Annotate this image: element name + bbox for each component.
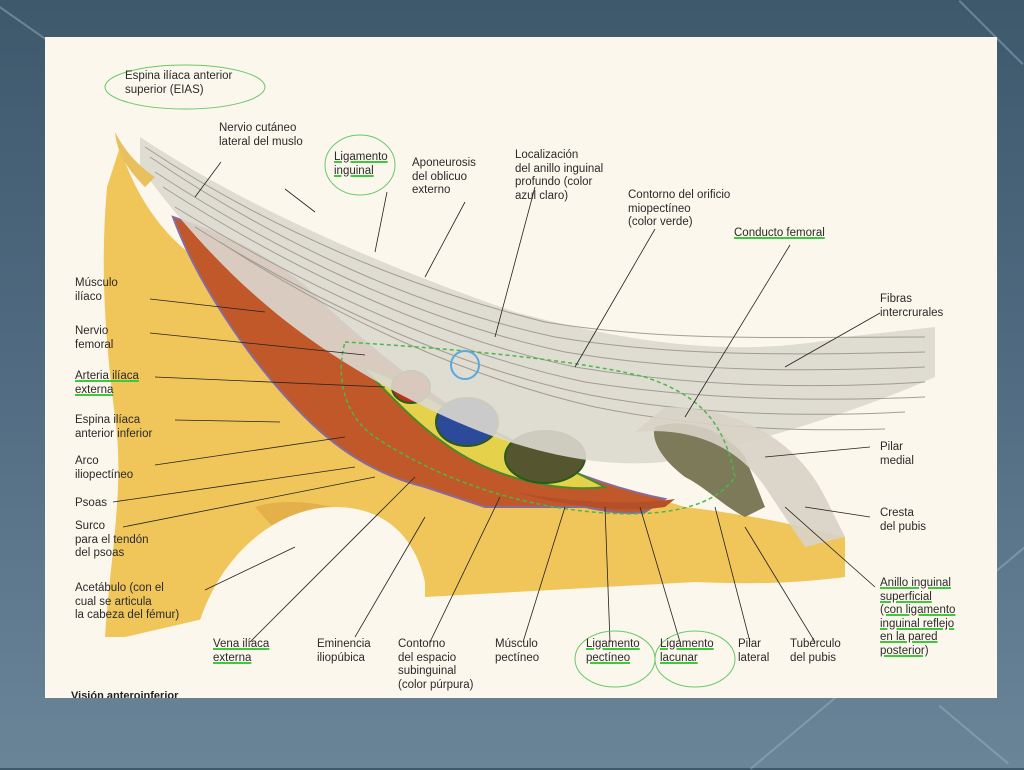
label-arteria: Arteria ilíaca externa	[75, 370, 139, 396]
aponeurosis-band	[140, 137, 935, 464]
highlight-circles	[104, 64, 736, 688]
decorative-line	[0, 6, 50, 43]
label-anillo: Anillo inguinal superficial (con ligamen…	[880, 577, 956, 657]
label-acetabulo: Acetábulo (con el cual se articula la ca…	[75, 582, 180, 621]
label-nervio-cutaneo: Nervio cutáneo lateral del muslo	[219, 122, 303, 148]
medial-pillar	[635, 407, 845, 547]
label-conducto-femoral: Conducto femoral	[734, 227, 825, 239]
myopectineal-outline	[340, 341, 736, 515]
fiber-lines	[144, 146, 926, 431]
label-localizacion: Localización del anillo inguinal profund…	[515, 149, 604, 202]
label-aponeurosis: Aponeurosis del oblicuo externo	[412, 157, 476, 196]
label-ligamento-pectineo: Ligamento pectíneo	[586, 638, 640, 664]
muscle-pectineus	[515, 492, 675, 510]
label-nervio-femoral: Nervio femoral	[75, 325, 114, 351]
label-pilar-medial: Pilar medial	[880, 441, 914, 467]
decorative-line	[996, 544, 1024, 572]
label-cresta: Cresta del pubis	[880, 507, 927, 533]
label-surco: Surco para el tendón del psoas	[75, 520, 149, 559]
acetabulum	[195, 507, 425, 637]
label-contorno-orificio: Contorno del orificio miopectíneo (color…	[628, 189, 731, 228]
leader-lines	[112, 161, 881, 643]
anatomy-illustration	[103, 64, 935, 688]
label-musculo-iliaco: Músculo ilíaco	[75, 277, 118, 303]
label-tuberculo: Tubérculo del pubis	[790, 638, 841, 664]
slide-content: Espina ilíaca anterior superior (EIAS) N…	[45, 37, 997, 698]
label-eminencia: Eminencia iliopúbica	[317, 638, 371, 664]
label-pilar-lateral: Pilar lateral	[738, 638, 770, 664]
label-eias: Espina ilíaca anterior superior (EIAS)	[125, 70, 233, 96]
decorative-line	[938, 705, 1009, 765]
label-vena: Vena ilíaca externa	[213, 638, 270, 664]
eias-spine	[115, 132, 155, 187]
label-contorno-espacio: Contorno del espacio subinguinal (color …	[398, 638, 474, 691]
deep-inguinal-ring	[450, 350, 480, 380]
superficial-ring	[654, 423, 765, 517]
decorative-line	[750, 690, 844, 770]
label-ligamento-inguinal: Ligamento inguinal	[334, 151, 388, 177]
label-musculo-pectineo: Músculo pectíneo	[495, 638, 540, 664]
figure-caption: Visión anteroinferior	[71, 690, 179, 698]
label-arco: Arco iliopectíneo	[75, 455, 134, 481]
label-ligamento-lacunar: Ligamento lacunar	[660, 638, 714, 664]
label-espina-inferior: Espina ilíaca anterior inferior	[75, 414, 153, 440]
label-fibras: Fibras intercrurales	[880, 293, 944, 319]
label-psoas: Psoas	[75, 497, 107, 509]
